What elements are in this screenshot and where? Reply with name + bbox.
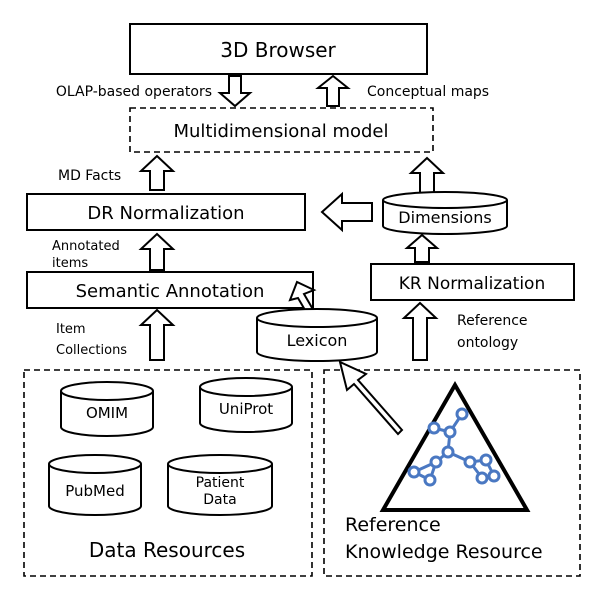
rkr-label-1: Reference xyxy=(345,514,441,536)
up-arrow-annotated xyxy=(138,232,176,271)
up-arrow-item-collections xyxy=(138,308,176,361)
pubmed-cylinder xyxy=(48,464,142,516)
browser-box xyxy=(129,23,428,75)
ontology-network-icon xyxy=(407,407,501,487)
lexicon-cylinder xyxy=(256,318,378,362)
up-arrow-md-facts xyxy=(138,154,176,191)
up-arrow-dimensions xyxy=(408,156,446,197)
uniprot-cylinder xyxy=(199,387,293,433)
pubmed-label: PubMed xyxy=(65,482,125,500)
dr-normalization-label: DR Normalization xyxy=(87,203,244,224)
up-arrow-conceptual xyxy=(315,74,351,107)
rkr-label-2: Knowledge Resource xyxy=(345,541,543,563)
lexicon-cylinder-top xyxy=(256,308,378,328)
semantic-annotation-box xyxy=(26,271,314,309)
annotated-label-1: Annotated xyxy=(52,239,120,254)
reference-ontology-label-2: ontology xyxy=(457,335,518,351)
patient-data-cylinder-top xyxy=(167,454,273,474)
conceptual-label: Conceptual maps xyxy=(367,84,489,100)
patient-label-2: Data xyxy=(203,492,236,508)
browser-label: 3D Browser xyxy=(220,38,336,62)
dimensions-cylinder xyxy=(382,200,508,235)
uniprot-cylinder-top xyxy=(199,377,293,397)
reference-ontology-label-1: Reference xyxy=(457,313,528,329)
lexicon-label: Lexicon xyxy=(287,331,348,350)
omim-label: OMIM xyxy=(86,404,128,422)
up-arrow-reference-ontology xyxy=(401,301,439,361)
kr-normalization-box xyxy=(370,263,575,301)
semantic-annotation-label: Semantic Annotation xyxy=(76,281,265,302)
md-facts-label: MD Facts xyxy=(58,168,121,184)
dr-normalization-box xyxy=(26,193,306,231)
md-model-label: Multidimensional model xyxy=(173,121,388,142)
left-arrow-dimensions xyxy=(320,191,373,233)
item-label-2: Collections xyxy=(56,343,127,358)
patient-data-cylinder xyxy=(167,464,273,516)
omim-cylinder-top xyxy=(60,381,154,401)
up-arrow-kr-norm xyxy=(404,233,440,263)
annotated-label-2: items xyxy=(52,256,88,271)
data-resources-label: Data Resources xyxy=(89,538,245,562)
dimensions-label: Dimensions xyxy=(398,208,491,227)
dimensions-cylinder-top xyxy=(382,191,508,209)
uniprot-label: UniProt xyxy=(219,400,273,418)
pubmed-cylinder-top xyxy=(48,454,142,474)
olap-label: OLAP-based operators xyxy=(56,84,212,100)
down-arrow-olap xyxy=(217,75,253,108)
md-model-box xyxy=(129,107,434,153)
kr-normalization-label: KR Normalization xyxy=(399,274,546,294)
diagonal-arrow-to-lexicon xyxy=(338,360,404,436)
patient-label-1: Patient xyxy=(196,475,245,491)
omim-cylinder xyxy=(60,391,154,437)
item-label-1: Item xyxy=(56,322,86,337)
